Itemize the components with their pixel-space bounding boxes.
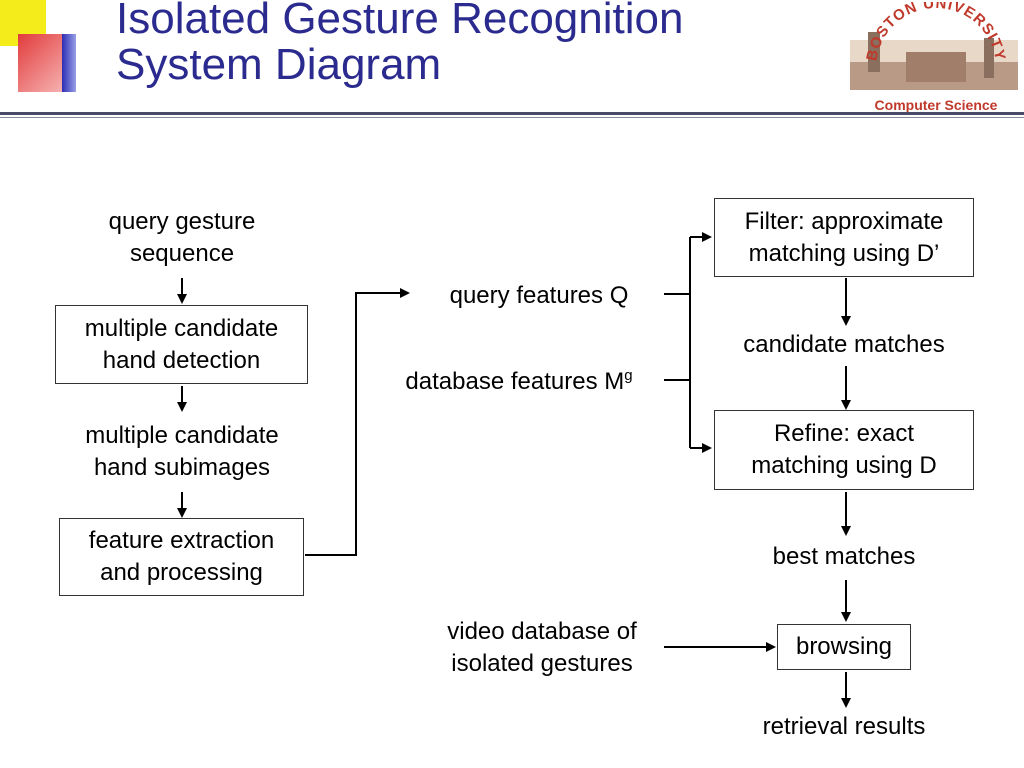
refine-box: Refine: exact matching using D: [714, 410, 974, 490]
query-gesture-sequence-label: query gesture sequence: [108, 208, 256, 267]
boston-university-logo: BOSTON UNIVERSITY: [850, 2, 1018, 90]
department-label: Computer Science: [874, 97, 998, 113]
best-matches-label: best matches: [772, 543, 916, 570]
decor-blue-bar: [62, 34, 76, 92]
database-features-superscript: g: [624, 367, 633, 384]
feature-extraction-box: feature extraction and processing: [59, 518, 304, 596]
title-line-1: Isolated Gesture Recognition: [116, 0, 684, 43]
query-features-label: query features Q: [449, 282, 629, 309]
arrow-extraction-to-query-features: [305, 288, 410, 556]
candidate-matches-label: candidate matches: [743, 331, 945, 358]
database-features-label: database features Mg: [405, 367, 633, 395]
header-rule: [0, 112, 1024, 115]
page-title: Isolated Gesture Recognition System Diag…: [116, 0, 683, 88]
browsing-box: browsing: [777, 624, 911, 670]
title-line-2: System Diagram: [116, 40, 442, 89]
header-rule-thin: [0, 117, 1024, 118]
retrieval-results-label: retrieval results: [762, 713, 926, 740]
filter-box: Filter: approximate matching using D’: [714, 198, 974, 277]
video-database-label: video database of isolated gestures: [447, 618, 637, 677]
decor-red-square: [18, 34, 62, 92]
hand-subimages-label: multiple candidate hand subimages: [85, 422, 279, 481]
hand-detection-box: multiple candidate hand detection: [55, 305, 308, 384]
